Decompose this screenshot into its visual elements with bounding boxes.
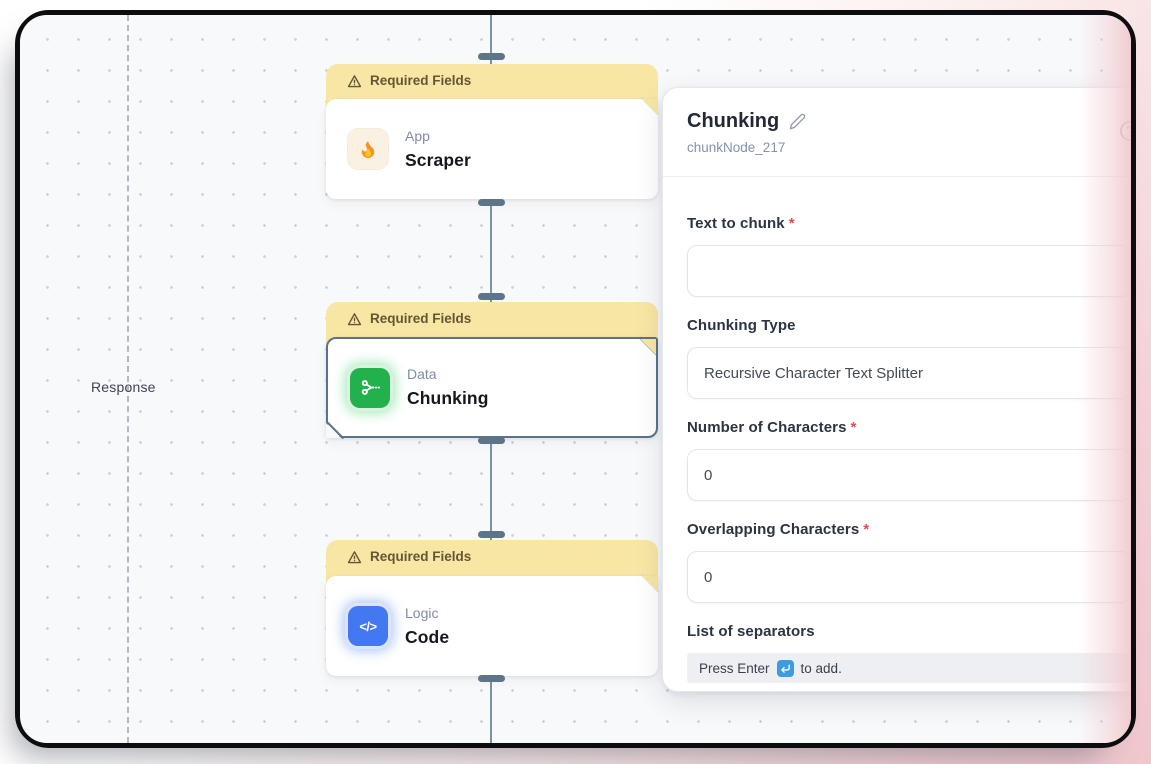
- node-id: chunkNode_217: [687, 140, 786, 155]
- code-glyph: </>: [359, 618, 377, 634]
- text-to-chunk-input[interactable]: [687, 245, 1131, 297]
- field-label: Number of Characters: [687, 419, 847, 436]
- panel-form: Text to chunk* Chunking Type Number of C…: [663, 177, 1131, 683]
- node-card-code[interactable]: </> Logic Code: [326, 573, 660, 676]
- connector-handle[interactable]: [478, 531, 505, 538]
- banner-label: Required Fields: [370, 311, 472, 326]
- panel-header: Chunking chunkNode_217: [663, 88, 1131, 155]
- required-asterisk: *: [850, 419, 857, 436]
- field-chunking-type: Chunking Type: [687, 317, 1131, 399]
- chunking-type-input[interactable]: [687, 347, 1131, 399]
- required-asterisk: *: [788, 215, 795, 232]
- node-title: Chunking: [407, 388, 489, 408]
- corner-fold: [640, 573, 660, 592]
- warning-icon: [347, 551, 362, 564]
- banner-label: Required Fields: [370, 549, 472, 564]
- node-title: Scraper: [405, 149, 471, 170]
- connector-handle[interactable]: [478, 675, 505, 682]
- node-category: Logic: [405, 604, 439, 621]
- number-of-characters-input[interactable]: [687, 449, 1131, 501]
- field-list-of-separators: List of separators Press Enter to add.: [687, 623, 1131, 683]
- connector-handle[interactable]: [478, 437, 505, 444]
- banner-label: Required Fields: [370, 73, 472, 88]
- code-icon: </>: [348, 606, 388, 646]
- response-label: Response: [91, 379, 156, 395]
- node-config-panel: Chunking chunkNode_217 Text to chunk*: [662, 87, 1131, 692]
- connector-handle[interactable]: [478, 293, 505, 300]
- flame-icon: [348, 129, 388, 169]
- panel-title: Chunking: [687, 110, 780, 132]
- hint-text: Press Enter: [699, 660, 770, 676]
- field-label: Text to chunk: [687, 215, 785, 232]
- field-text-to-chunk: Text to chunk*: [687, 215, 1131, 297]
- enter-key-icon: [776, 659, 794, 677]
- scissors-icon: [350, 367, 390, 408]
- required-asterisk: *: [863, 521, 870, 538]
- response-boundary-line: [127, 15, 129, 743]
- screenshot-frame: Response Required Fields: [15, 10, 1136, 748]
- connector-handle[interactable]: [478, 199, 505, 206]
- node-category: Data: [407, 366, 437, 382]
- corner-fold: [638, 336, 658, 356]
- field-label: List of separators: [687, 623, 815, 640]
- separators-input[interactable]: Press Enter to add.: [687, 653, 1131, 683]
- field-label: Chunking Type: [687, 317, 796, 334]
- field-number-of-characters: Number of Characters*: [687, 419, 1131, 501]
- corner-fold: [640, 96, 660, 115]
- warning-icon: [347, 75, 362, 88]
- corner-fold: [325, 420, 345, 440]
- warning-icon: [347, 313, 362, 326]
- hint-text: to add.: [800, 660, 842, 676]
- edit-pencil-icon[interactable]: [789, 113, 806, 130]
- node-card-scraper[interactable]: App Scraper: [326, 96, 660, 199]
- field-label: Overlapping Characters: [687, 521, 860, 538]
- divider: [663, 176, 1131, 177]
- field-overlapping-characters: Overlapping Characters*: [687, 521, 1131, 603]
- connector-handle[interactable]: [478, 53, 505, 60]
- help-icon[interactable]: [1119, 120, 1131, 147]
- workflow-canvas[interactable]: Response Required Fields: [20, 15, 1131, 743]
- overlapping-characters-input[interactable]: [687, 551, 1131, 603]
- node-category: App: [405, 127, 430, 144]
- node-card-chunking[interactable]: Data Chunking: [325, 336, 658, 440]
- node-title: Code: [405, 626, 450, 647]
